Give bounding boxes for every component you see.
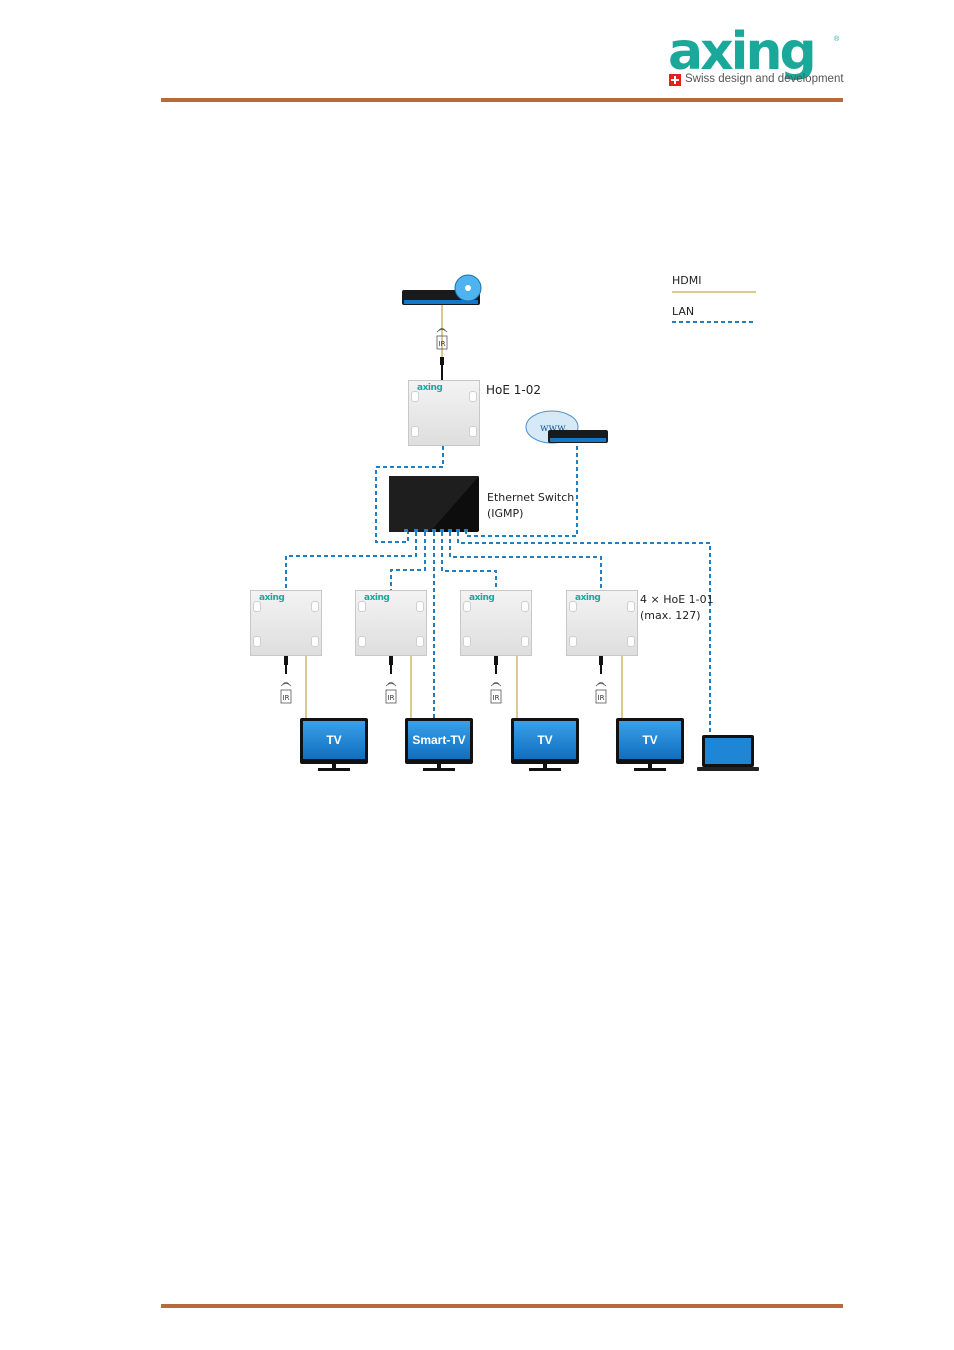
logo-tagline: Swiss design and development xyxy=(685,73,844,85)
internet-router: www. xyxy=(525,410,608,444)
lan-cables xyxy=(285,446,711,735)
tv-screen-label: TV xyxy=(514,721,576,759)
legend-hdmi-label: HDMI xyxy=(672,274,702,287)
transmitter-hoe-1-02: axing xyxy=(408,380,480,446)
svg-text:IR: IR xyxy=(439,340,446,348)
svg-text:www.: www. xyxy=(540,423,568,434)
receiver-ir-sensors: IR IR IR IR xyxy=(280,656,607,704)
logo-wordmark: axing xyxy=(668,22,817,82)
svg-text:IR: IR xyxy=(493,694,500,702)
svg-text:IR: IR xyxy=(283,694,290,702)
footer-rule xyxy=(161,1304,843,1308)
header-rule xyxy=(161,98,843,102)
tv-screen-label: TV xyxy=(303,721,365,759)
ethernet-switch xyxy=(389,476,479,532)
switch-label-line2: (IGMP) xyxy=(487,507,524,520)
device-logo: axing xyxy=(417,383,443,393)
receivers-label-line1: 4 × HoE 1-01 xyxy=(640,593,714,606)
tv-screen-label: Smart-TV xyxy=(408,721,470,759)
bluray-player xyxy=(402,274,482,305)
switch-label-line1: Ethernet Switch xyxy=(487,491,575,504)
receiver-hoe-1-01: axing xyxy=(460,590,532,656)
ir-sensor-top: IR xyxy=(436,328,448,380)
tv: TV xyxy=(511,718,579,764)
smart-tv: Smart-TV xyxy=(405,718,473,764)
hdmi-cables xyxy=(305,305,623,718)
swiss-flag-icon xyxy=(669,74,681,86)
legend-lan-label: LAN xyxy=(672,305,695,318)
tv-stands xyxy=(318,764,666,771)
tv-screen-label: TV xyxy=(619,721,681,759)
tv: TV xyxy=(300,718,368,764)
svg-text:IR: IR xyxy=(598,694,605,702)
receiver-hoe-1-01: axing xyxy=(355,590,427,656)
tv: TV xyxy=(616,718,684,764)
receiver-hoe-1-01: axing xyxy=(566,590,638,656)
laptop xyxy=(697,735,759,771)
transmitter-label: HoE 1-02 xyxy=(486,383,541,397)
svg-text:IR: IR xyxy=(388,694,395,702)
axing-logo: axing ® Swiss design and development xyxy=(668,22,844,86)
receivers-label-line2: (max. 127) xyxy=(640,609,701,622)
receiver-hoe-1-01: axing xyxy=(250,590,322,656)
